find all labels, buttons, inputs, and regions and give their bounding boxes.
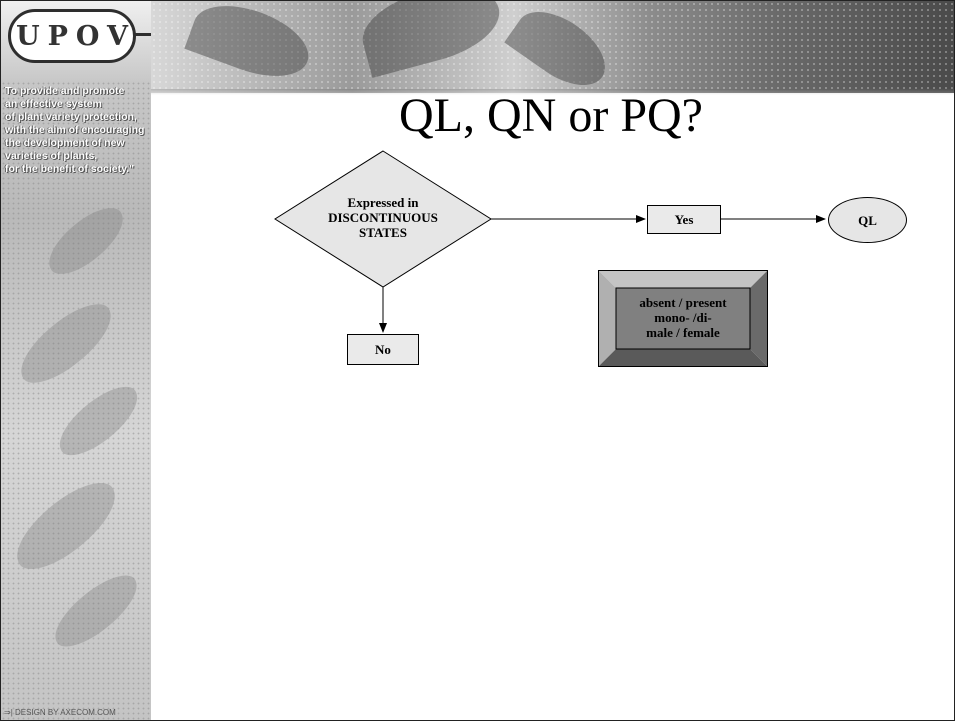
example-line: mono- /di- [654, 310, 712, 325]
mission-line: the development of new [5, 137, 125, 149]
example-states-box: absent / present mono- /di- male / femal… [616, 295, 750, 340]
slide-title: QL, QN or PQ? [399, 89, 703, 142]
yes-label: Yes [674, 212, 694, 227]
banner-shadow [151, 89, 954, 95]
ql-label: QL [858, 212, 877, 228]
bevel-bottom [598, 349, 768, 367]
mission-line: for the benefit of society." [5, 163, 135, 175]
banner-texture [151, 1, 954, 93]
logo-area: UPOV [1, 1, 151, 81]
yes-box: Yes [647, 205, 721, 234]
bevel-left [598, 270, 616, 367]
example-line: male / female [646, 325, 720, 340]
sidebar: UPOV To provide and promote an effective… [1, 1, 151, 720]
no-label: No [375, 342, 391, 357]
bevel-right [750, 270, 768, 367]
mission-line: with the aim of encouraging [5, 124, 145, 136]
mission-line: varieties of plants, [5, 150, 98, 162]
decision-label: Expressed in DISCONTINUOUS STATES [283, 195, 483, 240]
decision-line: STATES [359, 225, 407, 240]
design-credit: ⇒| DESIGN BY AXECOM.COM [4, 708, 116, 717]
logo-text: UPOV [16, 20, 136, 52]
axecom-icon: ⇒| [4, 708, 16, 717]
upov-logo: UPOV [8, 9, 136, 63]
mission-line: of plant variety protection, [5, 111, 137, 123]
decision-line: DISCONTINUOUS [328, 210, 438, 225]
logo-tail [135, 33, 151, 36]
header-banner [151, 1, 954, 93]
mission-line: an effective system [5, 98, 102, 110]
ql-ellipse: QL [828, 197, 907, 243]
example-line: absent / present [639, 295, 727, 310]
design-credit-text: DESIGN BY AXECOM.COM [15, 708, 116, 717]
mission-line: To provide and promote [5, 85, 125, 97]
bevel-border [598, 270, 768, 367]
sidebar-texture [1, 1, 151, 720]
bevel-face [615, 287, 751, 350]
mission-statement: To provide and promote an effective syst… [5, 85, 151, 176]
no-box: No [347, 334, 419, 365]
bevel-top [598, 270, 768, 288]
decision-line: Expressed in [347, 195, 419, 210]
